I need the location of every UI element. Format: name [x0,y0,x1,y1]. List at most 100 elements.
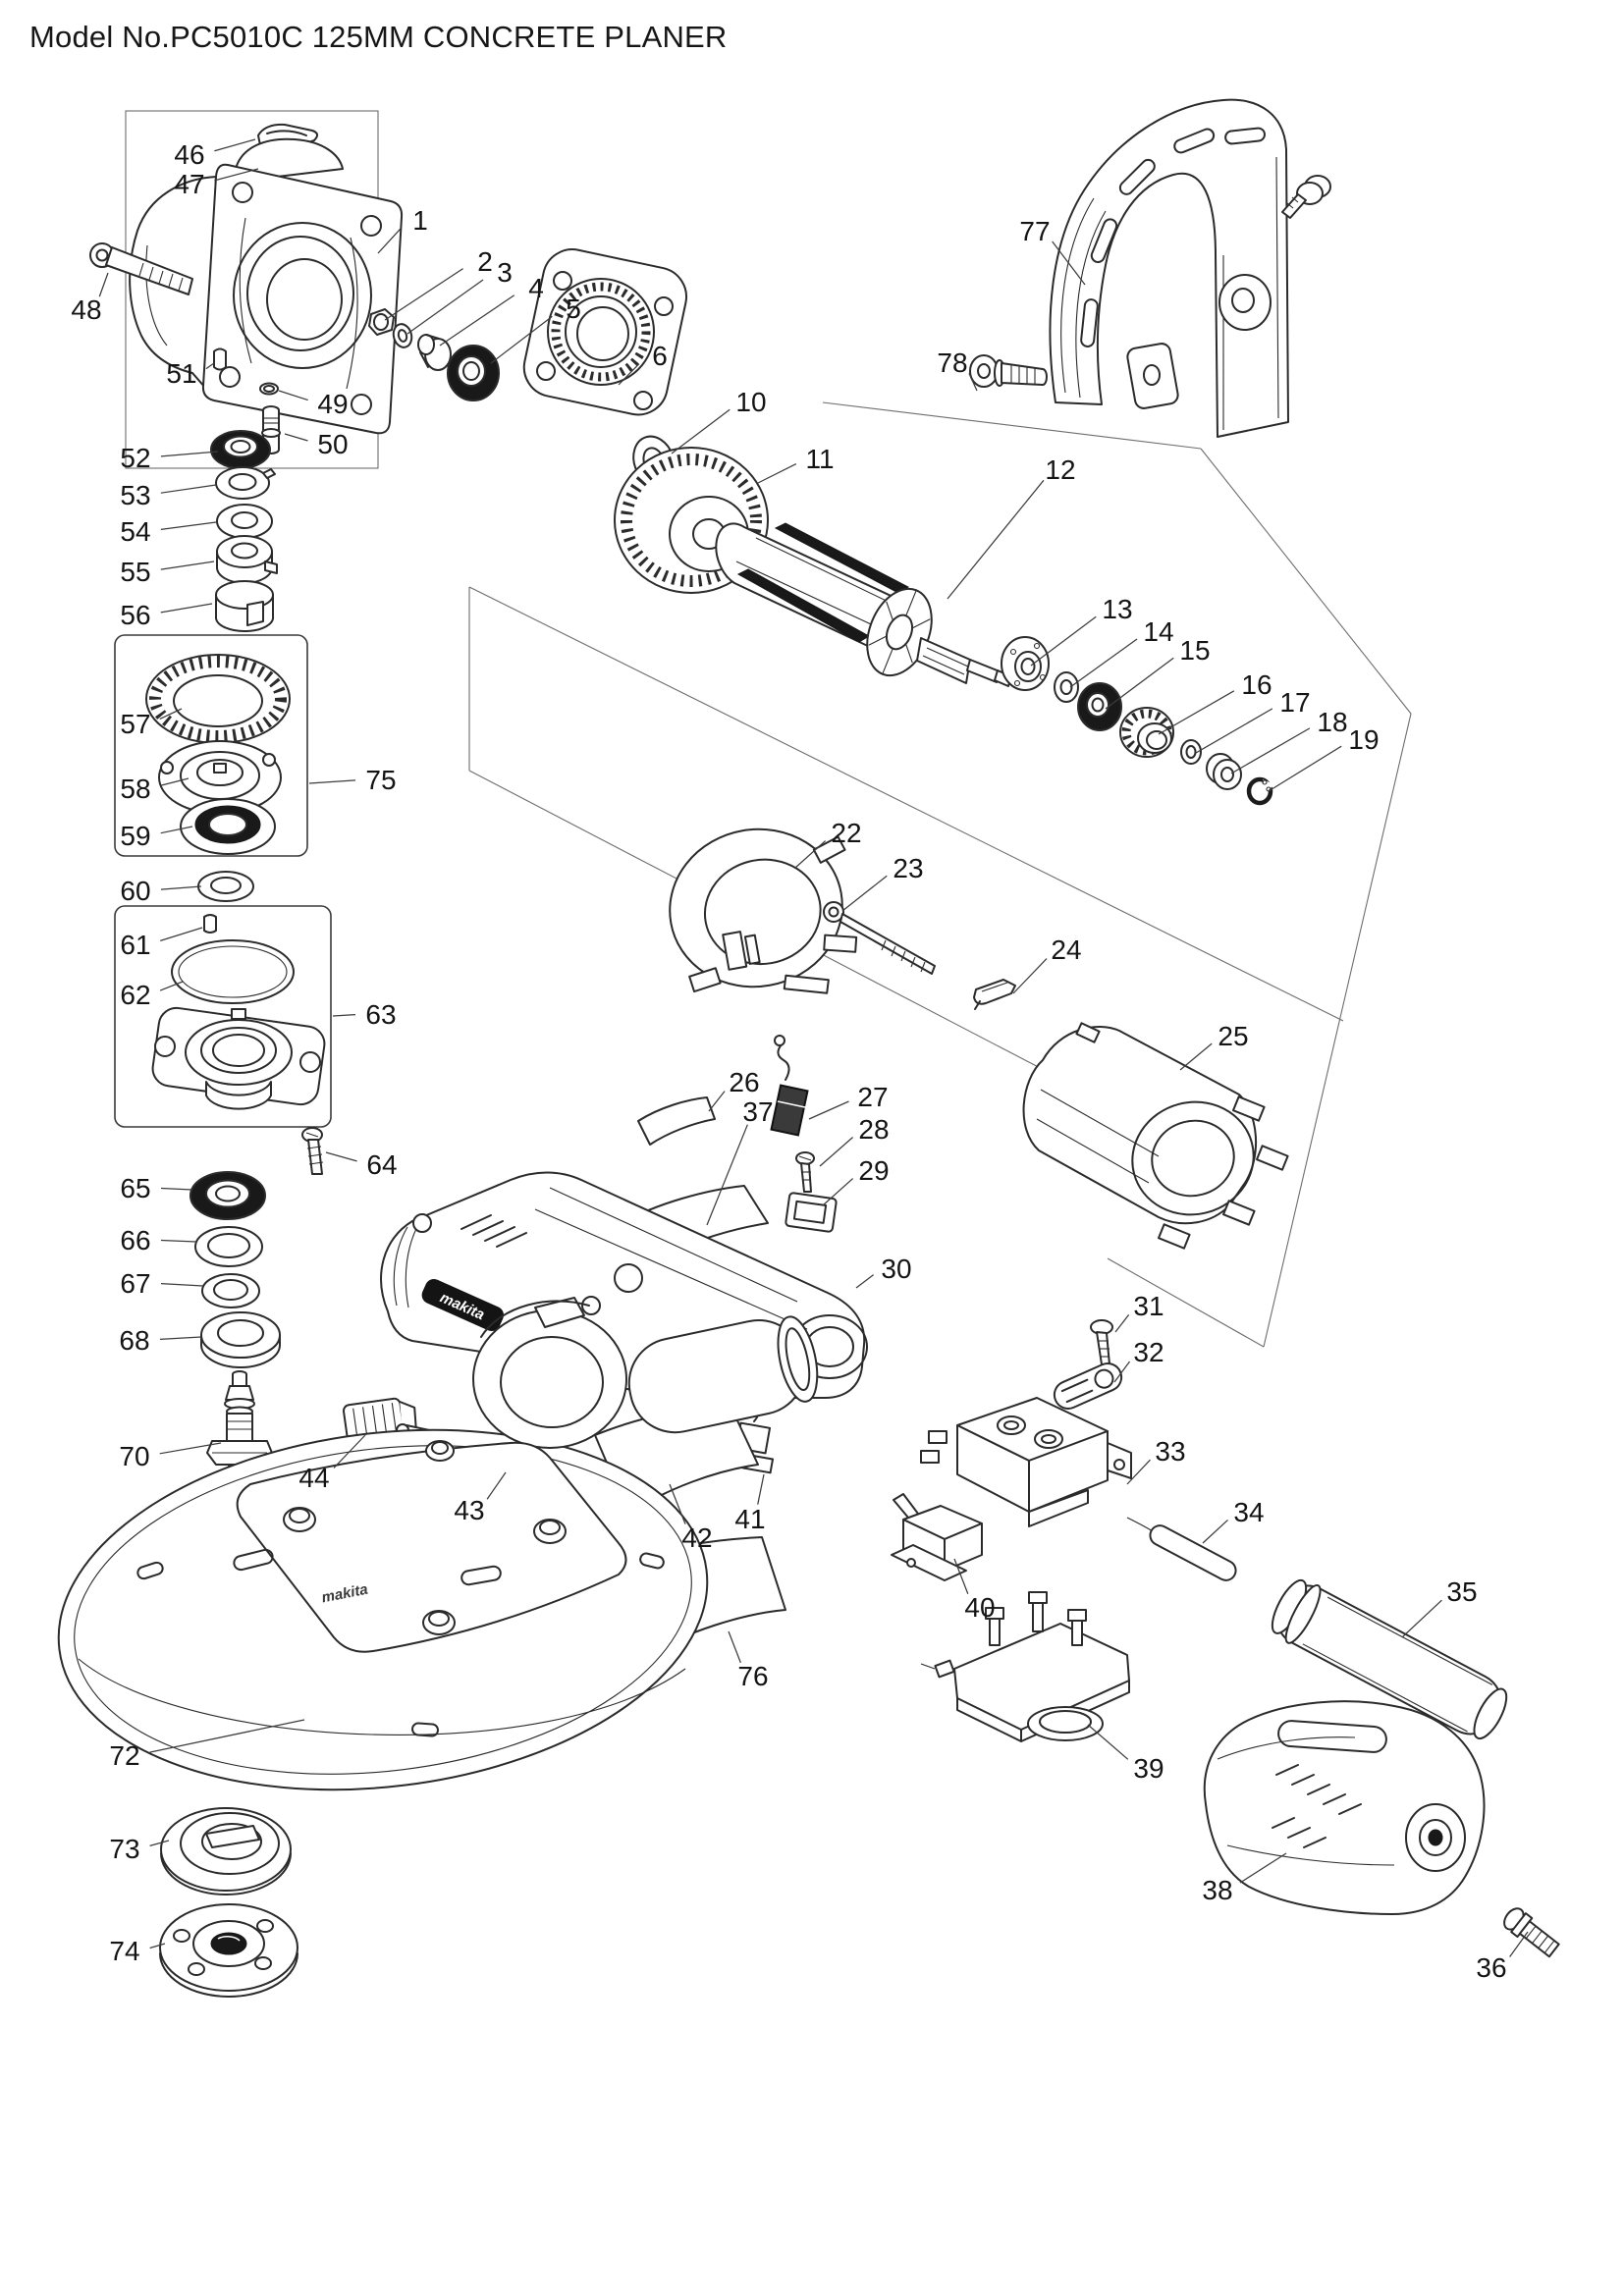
leader-line-56 [160,603,213,614]
part-label-1: 1 [412,205,428,236]
part-label-52: 52 [120,443,150,473]
leader-line-14 [1069,638,1138,688]
bearing-13 [1001,636,1050,691]
sleeve-56 [215,580,275,633]
leader-line-24 [1012,958,1048,994]
part-label-48: 48 [71,294,101,325]
part-label-19: 19 [1348,724,1379,755]
part-label-74: 74 [109,1936,139,1966]
screw-23 [823,901,936,975]
leader-line-15 [1105,657,1174,710]
o-ring-62 [171,939,295,1004]
duct [627,1315,819,1434]
toggle-switch-40 [891,1493,983,1581]
leader-line-37 [706,1124,748,1226]
part-label-50: 50 [317,429,348,459]
part-label-36: 36 [1476,1952,1506,1983]
sleeve-18 [1206,753,1242,790]
leader-line-46 [214,138,256,152]
part-label-28: 28 [858,1114,889,1145]
shroud-group: makita [57,1296,819,1998]
part-label-11: 11 [805,444,834,474]
part-label-43: 43 [454,1495,484,1525]
part-label-65: 65 [120,1173,150,1203]
rear-cover-38 [1203,1700,1486,1915]
bushing-55 [216,535,278,584]
part-label-41: 41 [734,1504,765,1534]
bearing-5 [447,345,500,401]
washer-14 [1054,671,1079,703]
handle-assembly [969,98,1331,438]
brush-holder-29 [785,1192,838,1233]
leader-line-13 [1030,615,1097,667]
part-label-42: 42 [681,1522,712,1553]
field-stator-25 [1022,1022,1289,1250]
flange-group-63 [151,914,326,1110]
leader-line-67 [160,1283,204,1287]
leader-line-55 [160,561,215,570]
part-label-30: 30 [881,1254,911,1284]
leader-line-39 [1087,1724,1129,1760]
leader-line-25 [1179,1042,1213,1071]
switch-group [920,1319,1237,1581]
leader-line-35 [1401,1599,1442,1638]
leader-line-64 [325,1151,357,1162]
leader-line-75 [308,779,356,784]
leader-line-27 [808,1100,849,1120]
leader-line-68 [159,1336,202,1340]
part-label-73: 73 [109,1834,139,1864]
part-label-39: 39 [1133,1753,1164,1784]
leader-line-10 [671,408,731,454]
controller-39 [920,1591,1130,1742]
leader-line-74 [149,1943,166,1949]
part-label-23: 23 [893,853,923,883]
plate-bolts [283,1440,567,1635]
part-label-59: 59 [120,821,150,851]
leader-line-12 [947,479,1045,600]
part-label-49: 49 [317,389,348,419]
leader-line-47 [214,168,259,182]
leader-line-17 [1195,708,1273,754]
screw-36 [1503,1907,1560,1958]
part-label-56: 56 [120,600,150,630]
bolt-78 [969,354,1048,388]
part-label-3: 3 [497,257,513,288]
group-box-63 [114,905,332,1128]
part-label-6: 6 [652,341,668,371]
washer-66 [194,1226,263,1267]
washer-3 [392,323,413,348]
part-label-68: 68 [119,1325,149,1356]
spindle-stack-lower [189,1171,281,1500]
part-label-37: 37 [742,1096,773,1127]
clamp-ring-22 [669,828,858,994]
part-label-34: 34 [1233,1497,1264,1527]
leader-line-11 [757,462,797,484]
pin-51 [213,347,227,371]
part-label-54: 54 [120,516,150,547]
leader-line-29 [822,1178,854,1206]
part-label-12: 12 [1045,454,1075,485]
page-title: Model No.PC5010C 125MM CONCRETE PLANER [29,20,728,54]
insulation-sheet-26 [637,1096,716,1146]
leader-line-19 [1268,745,1342,792]
leader-line-52 [160,451,219,457]
leader-line-1 [377,228,402,254]
part-label-18: 18 [1317,707,1347,737]
part-label-40: 40 [964,1592,995,1623]
leader-line-38 [1239,1852,1287,1884]
clip-24 [973,979,1016,1010]
pin-61 [203,914,217,934]
flat-washer-54 [216,504,273,539]
gear-housing-1 [129,137,404,435]
leader-line-66 [160,1239,197,1243]
leader-line-26 [708,1091,726,1112]
leader-line-53 [160,484,217,494]
part-label-67: 67 [120,1268,150,1299]
part-label-2: 2 [477,246,493,277]
leader-line-51 [205,362,215,370]
part-label-4: 4 [528,273,544,303]
washer-60 [197,871,254,902]
leader-line-16 [1158,690,1235,735]
leader-line-41 [757,1473,765,1505]
